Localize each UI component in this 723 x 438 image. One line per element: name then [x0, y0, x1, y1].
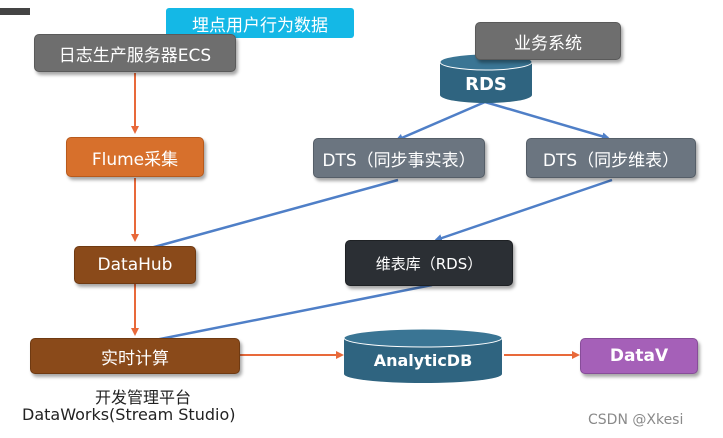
log-server-node: 日志生产服务器ECS	[34, 34, 236, 72]
flume-node: Flume采集	[66, 137, 204, 177]
dts-dim-node: DTS（同步维表）	[526, 138, 696, 178]
datav-node: DataV	[580, 338, 698, 374]
analyticdb-label: AnalyticDB	[373, 350, 473, 370]
arrow-rds-to-dts-dim	[484, 100, 610, 141]
datahub-node: DataHub	[74, 246, 196, 284]
arrow-dts-dim-to-dim-db	[434, 178, 613, 242]
platform-label-line2: DataWorks(Stream Studio)	[22, 405, 236, 424]
platform-label-line1: 开发管理平台	[95, 388, 192, 407]
arrow-rds-to-dts-fact	[395, 100, 486, 142]
rds-label: RDS	[465, 73, 507, 95]
tracking-data-tag: 埋点用户行为数据	[166, 8, 354, 38]
business-system-node: 业务系统	[475, 22, 621, 60]
watermark: CSDN @Xkesi	[588, 412, 684, 428]
arrow-dim-db-to-realtime	[138, 283, 433, 346]
arrow-dts-fact-to-datahub	[134, 178, 399, 255]
corner-bar	[0, 8, 30, 15]
realtime-compute-node: 实时计算	[30, 338, 240, 374]
analyticdb-cylinder	[343, 328, 503, 383]
dts-fact-node: DTS（同步事实表）	[313, 138, 485, 178]
dim-db-node: 维表库（RDS）	[345, 240, 513, 286]
